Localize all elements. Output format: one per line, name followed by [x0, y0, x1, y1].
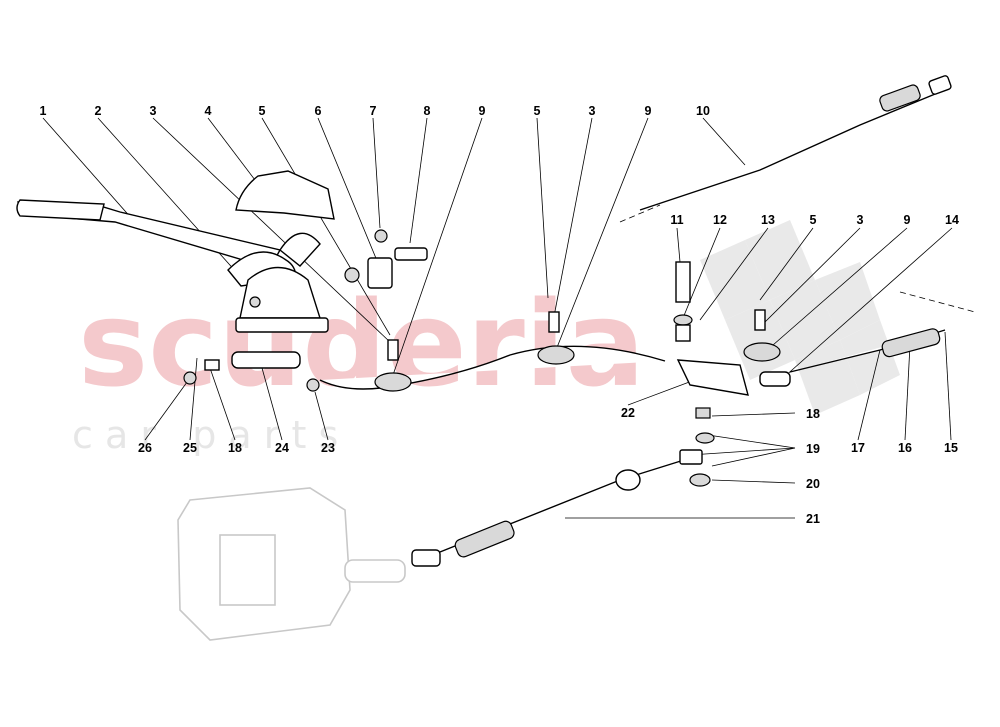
- lever-bracket: [235, 266, 329, 333]
- callout-13: 13: [761, 213, 775, 227]
- watermark-brand: scuderia: [78, 275, 645, 413]
- lower-cable: [411, 407, 715, 567]
- callout-12: 12: [713, 213, 727, 227]
- callout-4: 4: [205, 104, 212, 118]
- callout-17: 17: [851, 441, 865, 455]
- leader-lines: [42, 117, 976, 519]
- watermark-tagline: c a r p a r t s: [72, 413, 338, 457]
- callout-5-mid: 5: [534, 104, 541, 118]
- callout-10: 10: [696, 104, 710, 118]
- right-bracket-assembly: [673, 261, 791, 396]
- callout-9-right: 9: [904, 213, 911, 227]
- callout-11: 11: [670, 213, 683, 227]
- callout-9-mid: 9: [645, 104, 652, 118]
- callout-20: 20: [806, 477, 820, 491]
- callout-18: 18: [228, 441, 242, 455]
- lever-cover: [235, 170, 335, 220]
- microswitch-parts: [344, 229, 428, 289]
- callout-19: 19: [806, 442, 820, 456]
- watermark: scuderia c a r p a r t s: [72, 220, 900, 457]
- callout-3: 3: [150, 104, 157, 118]
- callout-6: 6: [315, 104, 322, 118]
- right-cable-end: [789, 328, 946, 373]
- callout-15: 15: [944, 441, 958, 455]
- callout-23: 23: [321, 441, 335, 455]
- callout-24: 24: [275, 441, 289, 455]
- handbrake-lever: [16, 199, 321, 287]
- upper-cable: [639, 75, 952, 211]
- callout-7: 7: [370, 104, 377, 118]
- callout-1: 1: [40, 104, 47, 118]
- callout-25: 25: [183, 441, 197, 455]
- callout-9: 9: [479, 104, 486, 118]
- brake-caliper-background: [177, 487, 406, 641]
- callout-16: 16: [898, 441, 912, 455]
- callout-3-mid: 3: [589, 104, 596, 118]
- cable-run: [319, 311, 666, 392]
- callout-5: 5: [259, 104, 266, 118]
- callout-labels: 1 2 3 4 5 6 7 8 9 5 3 9 10 11 12 13 5 3 …: [40, 104, 959, 526]
- callout-5-right: 5: [810, 213, 817, 227]
- rod-assembly-left: [183, 351, 320, 392]
- callout-3-right: 3: [857, 213, 864, 227]
- callout-2: 2: [95, 104, 102, 118]
- callout-8: 8: [424, 104, 431, 118]
- callout-14: 14: [945, 213, 959, 227]
- callout-21: 21: [806, 512, 820, 526]
- callout-26: 26: [138, 441, 152, 455]
- callout-22: 22: [621, 406, 635, 420]
- callout-18-right: 18: [806, 407, 820, 421]
